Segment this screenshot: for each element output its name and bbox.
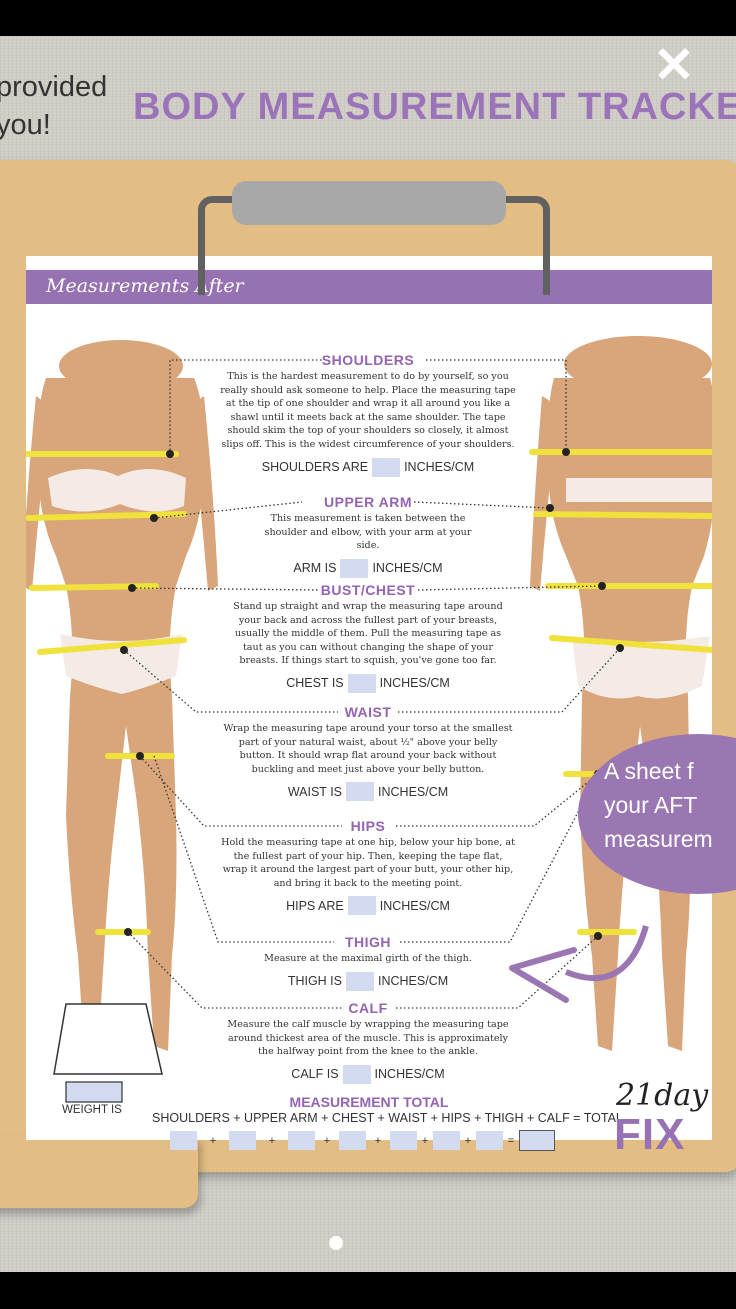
measurement-label: SHOULDERS ARE — [261, 460, 369, 475]
section-shoulders: SHOULDERS This is the hardest measuremen… — [218, 352, 518, 477]
section-hips: HIPS Hold the measuring tape at one hip,… — [220, 818, 516, 916]
unit-label: INCHES/CM — [379, 898, 450, 913]
calf-input[interactable] — [342, 1064, 371, 1084]
side-caption-line: provided — [0, 71, 108, 103]
section-title: SHOULDERS — [321, 352, 415, 368]
measurement-label: WAIST IS — [287, 784, 343, 799]
operator: + — [268, 1134, 276, 1147]
unit-label: INCHES/CM — [372, 561, 443, 576]
shoulders-input[interactable] — [372, 457, 401, 477]
total-shoulders-input[interactable] — [170, 1131, 197, 1150]
measurement-label: CHEST IS — [286, 676, 344, 691]
total-equation: SHOULDERS + UPPER ARM + CHEST + WAIST + … — [152, 1111, 623, 1125]
brand-logo-top: 21day — [616, 1078, 709, 1113]
unit-label: INCHES/CM — [374, 1067, 445, 1082]
total-hips-input[interactable] — [390, 1131, 417, 1150]
measurement-row: CHEST IS INCHES/CM — [230, 673, 506, 693]
thigh-input[interactable] — [346, 971, 374, 991]
operator: + — [374, 1134, 382, 1147]
navigation-bar — [0, 1272, 736, 1309]
section-description: Wrap the measuring tape around your tors… — [223, 723, 513, 775]
section-title: HIPS — [350, 818, 386, 834]
operator: + — [421, 1134, 429, 1147]
chest-input[interactable] — [347, 673, 376, 693]
section-title: CALF — [348, 1000, 388, 1016]
measurement-label: ARM IS — [293, 561, 337, 576]
total-sum-input[interactable] — [519, 1130, 555, 1151]
front-top — [48, 468, 186, 512]
callout-line: A sheet f — [604, 758, 694, 784]
image-viewer: provided you! BODY MEASUREMENT TRACKER ✕… — [0, 36, 736, 1272]
side-caption-line: you! — [0, 109, 51, 141]
waist-input[interactable] — [346, 782, 375, 802]
weight-label: WEIGHT IS — [62, 1104, 122, 1116]
section-title: WAIST — [344, 704, 392, 720]
sheet-header: Measurements After — [26, 270, 712, 304]
total-inputs: + + + + + + = — [170, 1130, 555, 1151]
operator: + — [323, 1134, 331, 1147]
section-thigh: THIGH Measure at the maximal girth of th… — [248, 934, 488, 991]
hips-input[interactable] — [347, 896, 376, 916]
weight-input-box[interactable] — [65, 1081, 123, 1103]
total-title: MEASUREMENT TOTAL — [289, 1094, 449, 1110]
arm-input[interactable] — [340, 558, 369, 578]
section-waist: WAIST Wrap the measuring tape around you… — [220, 704, 516, 802]
body-figures-illustration — [26, 336, 712, 1103]
measurement-row: ARM IS INCHES/CM — [258, 558, 478, 578]
unit-label: INCHES/CM — [404, 460, 475, 475]
operator: + — [209, 1134, 217, 1147]
clipboard-tab — [0, 1136, 198, 1208]
section-description: Stand up straight and wrap the measuring… — [233, 601, 503, 667]
sheet-header-label: Measurements After — [46, 275, 244, 297]
section-description: This measurement is taken between the sh… — [264, 513, 472, 552]
section-bust-chest: BUST/CHEST Stand up straight and wrap th… — [230, 582, 506, 693]
section-description: Measure at the maximal girth of the thig… — [264, 953, 472, 964]
measurement-sheet: Measurements After — [26, 256, 712, 1159]
section-title: THIGH — [344, 934, 392, 950]
clipboard-clip — [232, 181, 506, 225]
section-upper-arm: UPPER ARM This measurement is taken betw… — [258, 494, 478, 578]
back-top — [566, 478, 712, 502]
front-figure — [26, 340, 218, 1051]
unit-label: INCHES/CM — [378, 974, 449, 989]
total-calf-input[interactable] — [476, 1131, 503, 1150]
leader-lines — [123, 359, 621, 1009]
total-waist-input[interactable] — [339, 1131, 366, 1150]
side-caption: provided you! — [0, 68, 107, 144]
section-title: UPPER ARM — [324, 494, 412, 510]
measurement-row: SHOULDERS ARE INCHES/CM — [218, 457, 518, 477]
operator: = — [507, 1134, 515, 1147]
section-description: Measure the calf muscle by wrapping the … — [227, 1019, 509, 1058]
status-bar — [0, 0, 736, 36]
measurement-row: THIGH IS INCHES/CM — [248, 971, 488, 991]
page-indicator-dot[interactable] — [329, 1236, 343, 1250]
total-arm-input[interactable] — [229, 1131, 256, 1150]
measurement-label: CALF IS — [291, 1067, 339, 1082]
measurement-label: THIGH IS — [287, 974, 342, 989]
section-title: BUST/CHEST — [320, 582, 416, 598]
total-chest-input[interactable] — [288, 1131, 315, 1150]
section-calf: CALF Measure the calf muscle by wrapping… — [222, 1000, 514, 1084]
back-bottom — [572, 636, 710, 699]
callout-line: your AFT — [604, 792, 698, 818]
total-thigh-input[interactable] — [433, 1131, 460, 1150]
close-icon[interactable]: ✕ — [653, 37, 695, 93]
callout-line: measurem — [604, 826, 713, 852]
brand-logo-bottom: FIX — [614, 1110, 686, 1159]
scale-outline — [53, 1003, 163, 1075]
section-description: Hold the measuring tape at one hip, belo… — [221, 837, 515, 889]
measurement-row: WAIST IS INCHES/CM — [220, 782, 516, 802]
measurement-row: CALF IS INCHES/CM — [222, 1064, 514, 1084]
measurement-row: HIPS ARE INCHES/CM — [220, 896, 516, 916]
arrow-head-icon — [509, 947, 577, 1003]
section-description: This is the hardest measurement to do by… — [220, 371, 516, 450]
operator: + — [464, 1134, 472, 1147]
unit-label: INCHES/CM — [378, 784, 449, 799]
page-title: BODY MEASUREMENT TRACKER — [133, 86, 736, 128]
arrow-icon — [564, 925, 649, 982]
measurement-label: HIPS ARE — [286, 898, 344, 913]
unit-label: INCHES/CM — [379, 676, 450, 691]
